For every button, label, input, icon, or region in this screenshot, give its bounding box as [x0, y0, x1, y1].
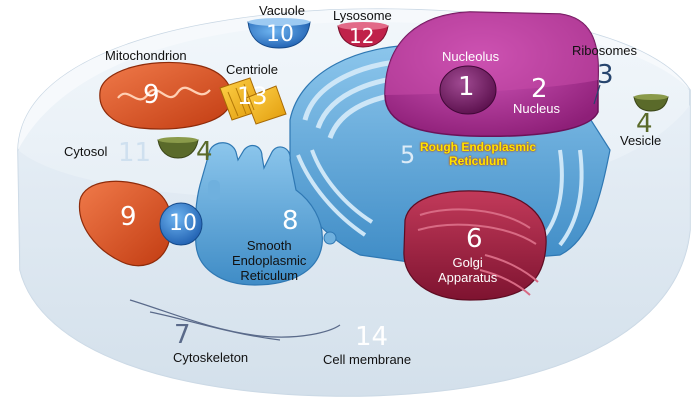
- label-smooth-er-line2: Endoplasmic: [232, 252, 307, 268]
- cytoskeleton-fibers: [129, 299, 341, 341]
- number-mitochondrion-top: 9: [143, 80, 160, 110]
- label-vesicle: Vesicle: [620, 133, 662, 148]
- number-golgi: 6: [466, 224, 483, 254]
- smooth-er: [194, 142, 337, 286]
- vesicle-left: [157, 137, 199, 159]
- label-rough-er-line2: Reticulum: [449, 153, 508, 168]
- label-golgi: Golgi Apparatus: [438, 255, 498, 286]
- number-vacuole-left: 10: [169, 211, 197, 236]
- label-cytoskeleton: Cytoskeleton: [173, 350, 249, 365]
- label-ribosomes: Ribosomes: [572, 43, 638, 58]
- label-vacuole: Vacuole: [259, 3, 306, 18]
- number-vacuole-top: 10: [266, 22, 294, 47]
- number-smooth-er: 8: [282, 206, 299, 236]
- number-rough-er: 5: [400, 141, 416, 169]
- number-mitochondrion-left: 9: [120, 202, 137, 232]
- number-cytoskeleton: 7: [174, 320, 191, 350]
- vacuole-left: [159, 202, 203, 246]
- label-centriole: Centriole: [226, 62, 279, 77]
- centriole: [219, 77, 287, 125]
- lysosome: [337, 22, 389, 48]
- number-lysosome: 12: [349, 24, 375, 48]
- number-nucleolus: 1: [458, 72, 475, 102]
- label-golgi-line1: Golgi: [452, 255, 483, 270]
- number-vesicle-right: 4: [636, 109, 653, 139]
- vesicle-right: [633, 94, 669, 112]
- label-smooth-er-line3: Reticulum: [240, 267, 299, 283]
- nucleus: [384, 11, 599, 138]
- label-rough-er-line1: Rough Endoplasmic: [420, 140, 537, 154]
- label-lysosome: Lysosome: [333, 8, 392, 23]
- number-cytosol: 11: [118, 138, 152, 168]
- number-nucleus: 2: [531, 74, 548, 104]
- label-smooth-er: Smooth Endoplasmic Reticulum: [232, 238, 307, 284]
- label-rough-er: Rough Endoplasmic Reticulum: [420, 140, 537, 169]
- label-nucleolus: Nucleolus: [442, 49, 500, 64]
- label-cytosol: Cytosol: [64, 144, 108, 159]
- number-centriole: 13: [237, 82, 268, 110]
- vacuole-top: [247, 18, 311, 49]
- label-mitochondrion: Mitochondrion: [105, 48, 187, 63]
- ribosomes-pointer: [593, 84, 601, 105]
- mitochondrion-left: [78, 180, 172, 267]
- label-cell-membrane: Cell membrane: [323, 352, 412, 367]
- label-smooth-er-line1: Smooth: [246, 238, 292, 253]
- label-golgi-line2: Apparatus: [438, 269, 498, 285]
- number-ribosomes: 3: [597, 60, 614, 90]
- label-nucleus: Nucleus: [513, 101, 560, 116]
- golgi-apparatus: [403, 190, 547, 301]
- mitochondrion-top: [99, 61, 232, 130]
- number-vesicle-left: 4: [196, 137, 213, 167]
- number-cell-membrane: 14: [355, 322, 389, 352]
